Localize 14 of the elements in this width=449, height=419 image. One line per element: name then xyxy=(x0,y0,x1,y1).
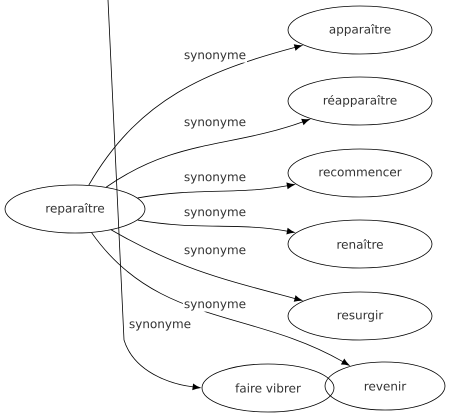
edge-label: synonyme xyxy=(182,246,248,258)
edge-label: synonyme xyxy=(182,208,248,220)
arrow xyxy=(137,182,295,198)
arrow xyxy=(88,44,302,186)
edge-label: synonyme xyxy=(182,118,248,130)
edge-label: synonyme xyxy=(128,320,192,332)
arrow xyxy=(110,230,302,302)
edge-label: synonyme xyxy=(182,173,248,185)
arrow xyxy=(106,118,310,188)
arrow xyxy=(91,232,350,366)
edge-label: synonyme xyxy=(182,300,248,312)
arrow xyxy=(108,0,200,390)
arrow xyxy=(137,220,295,234)
edge-label: synonyme xyxy=(182,51,248,63)
